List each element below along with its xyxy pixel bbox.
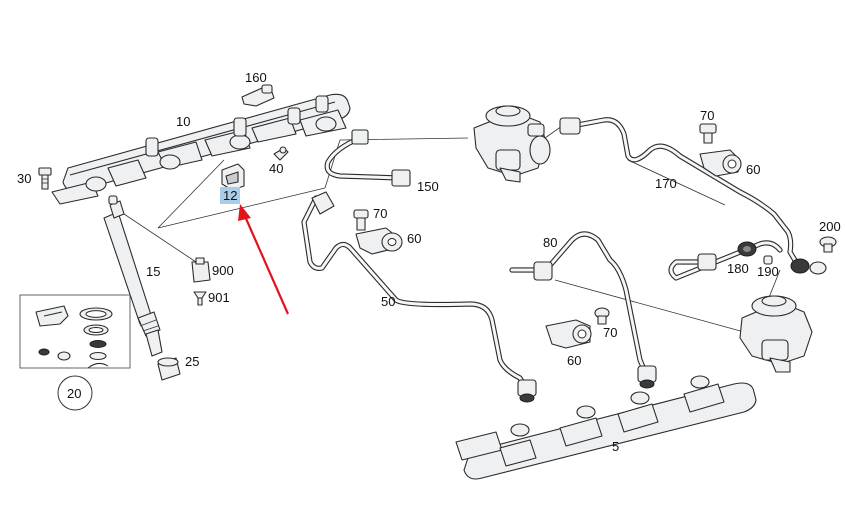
part-160-pressure-sensor[interactable] [241,84,275,107]
fuel-line-80[interactable] [509,231,657,389]
part-180-fitting[interactable] [737,241,757,257]
part-60-bracket-b[interactable] [545,319,592,349]
label-70-c[interactable]: 70 [700,108,714,123]
high-pressure-pump-lower[interactable] [739,295,813,373]
label-50[interactable]: 50 [381,294,395,309]
label-900[interactable]: 900 [212,263,234,278]
label-180[interactable]: 180 [727,261,749,276]
label-160[interactable]: 160 [245,70,267,85]
fuel-line-50[interactable] [301,191,537,403]
part-900-clip[interactable] [191,257,211,283]
fuel-line-170[interactable] [559,117,799,281]
label-60-b[interactable]: 60 [567,353,581,368]
kit-20-badge [57,375,93,411]
part-190-fitting[interactable] [763,255,827,275]
part-60-bracket-a[interactable] [355,227,403,255]
part-200-screw[interactable] [819,236,837,253]
label-200[interactable]: 200 [819,219,841,234]
part-70-bolt-c[interactable] [699,123,717,144]
high-pressure-pump-upper[interactable] [473,105,551,183]
label-80[interactable]: 80 [543,235,557,250]
label-25[interactable]: 25 [185,354,199,369]
label-12[interactable]: 12 [223,188,237,203]
label-190[interactable]: 190 [757,264,779,279]
kit-20-box[interactable] [19,294,131,369]
part-25-sleeve[interactable] [157,357,181,381]
part-70-bolt-a[interactable] [353,209,369,231]
label-5[interactable]: 5 [612,439,619,454]
part-901-screw[interactable] [193,291,207,306]
part-labels: 160 10 30 40 12 150 70 60 15 900 901 25 … [17,70,841,454]
part-40-clip[interactable] [273,146,289,161]
part-70-bolt-b[interactable] [594,307,610,325]
part-60-bracket-c[interactable] [699,149,742,177]
label-15[interactable]: 15 [146,264,160,279]
fuel-rail-lower[interactable] [455,375,757,480]
part-30-bolt[interactable] [38,167,52,190]
label-150[interactable]: 150 [417,179,439,194]
label-60-c[interactable]: 60 [746,162,760,177]
label-170[interactable]: 170 [655,176,677,191]
fuel-line-150[interactable] [324,129,411,187]
label-901[interactable]: 901 [208,290,230,305]
part-12-bracket[interactable] [221,163,245,191]
pointer-arrow [238,204,290,315]
label-60-a[interactable]: 60 [407,231,421,246]
label-40[interactable]: 40 [269,161,283,176]
label-20[interactable]: 20 [67,386,81,401]
label-70-b[interactable]: 70 [603,325,617,340]
part-15-injector[interactable] [103,195,163,357]
part-12-highlight-box [220,187,240,204]
label-70-a[interactable]: 70 [373,206,387,221]
label-30[interactable]: 30 [17,171,31,186]
fuel-rail-upper[interactable] [51,93,351,205]
label-10[interactable]: 10 [176,114,190,129]
